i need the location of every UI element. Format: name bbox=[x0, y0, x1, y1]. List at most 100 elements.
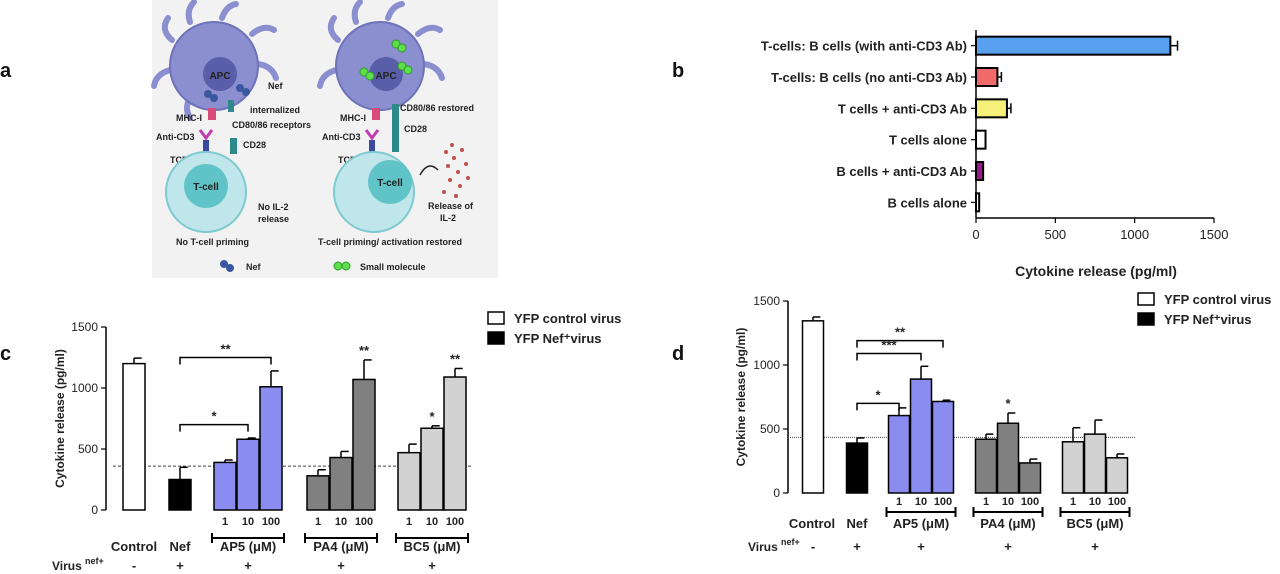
bar bbox=[801, 320, 825, 494]
bar bbox=[975, 161, 985, 181]
cd28-label-left: CD28 bbox=[243, 140, 266, 150]
legend-swatch-nef bbox=[1137, 312, 1155, 326]
bar bbox=[975, 35, 1172, 56]
panel-label-c: c bbox=[0, 343, 11, 365]
virus-sign: + bbox=[176, 558, 184, 573]
group-label: PA4 (μM) bbox=[980, 516, 1035, 531]
legend-nef-label: Nef bbox=[246, 262, 262, 272]
mhc-label-right: MHC-I bbox=[340, 113, 366, 123]
bar bbox=[931, 400, 955, 494]
antibody-icon-right bbox=[364, 129, 380, 141]
dose-label: 1 bbox=[983, 496, 989, 508]
chart-b-horizontal-bars: T-cells: B cells (with anti-CD3 Ab)T-cel… bbox=[761, 30, 1228, 279]
significance-stars: * bbox=[211, 409, 217, 424]
category-label: T-cells: B cells (no anti-CD3 Ab) bbox=[771, 70, 967, 85]
y-tick-label: 0 bbox=[91, 503, 98, 517]
bar bbox=[168, 478, 192, 511]
dose-label: 100 bbox=[355, 516, 373, 528]
apc-label-right: APC bbox=[375, 71, 396, 82]
dose-label: 1 bbox=[896, 496, 902, 508]
cd28-label-right: CD28 bbox=[404, 124, 427, 134]
bar bbox=[975, 67, 999, 87]
virus-row-superscript: nef+ bbox=[781, 537, 800, 547]
tcr-icon-right bbox=[369, 140, 375, 162]
bar bbox=[1061, 441, 1085, 494]
dose-label: 1 bbox=[222, 516, 228, 528]
cd28-complex-icon bbox=[392, 104, 399, 152]
y-tick-label: 500 bbox=[760, 422, 780, 436]
cd28-icon-left bbox=[230, 138, 237, 154]
dose-label: 1 bbox=[1070, 496, 1076, 508]
significance-bracket bbox=[856, 352, 922, 361]
mhc-icon-left bbox=[208, 108, 216, 120]
dose-label: 100 bbox=[262, 516, 280, 528]
panel-label-b: b bbox=[672, 60, 684, 82]
virus-sign: + bbox=[1004, 539, 1012, 554]
bar bbox=[1105, 457, 1129, 494]
bar bbox=[259, 386, 283, 511]
virus-row-label: Virus bbox=[748, 540, 778, 554]
il2-dots bbox=[442, 143, 470, 198]
small-molecule-icon bbox=[359, 39, 413, 81]
panel-label-d: d bbox=[672, 343, 684, 365]
virus-sign: + bbox=[1091, 539, 1099, 554]
group-label: PA4 (μM) bbox=[313, 539, 368, 554]
condition-label: Control bbox=[789, 516, 835, 531]
significance-stars: *** bbox=[881, 337, 897, 352]
legend-label-nef: YFP Nef⁺virus bbox=[1164, 312, 1252, 327]
bar bbox=[909, 378, 933, 494]
dose-label: 10 bbox=[915, 496, 927, 508]
significance-bracket bbox=[179, 356, 272, 365]
group-label: AP5 (μM) bbox=[893, 516, 949, 531]
dose-label: 100 bbox=[1108, 496, 1126, 508]
x-tick-label: 0 bbox=[972, 227, 979, 242]
caption-left: No T-cell priming bbox=[176, 237, 249, 247]
x-tick-label: 1000 bbox=[1120, 227, 1149, 242]
virus-sign: + bbox=[244, 558, 252, 573]
condition-label: Nef bbox=[847, 516, 869, 531]
category-label: B cells + anti-CD3 Ab bbox=[836, 164, 967, 179]
dose-label: 10 bbox=[242, 516, 254, 528]
legend-label-control: YFP control virus bbox=[514, 311, 621, 326]
x-axis-title: Cytokine release (pg/ml) bbox=[1015, 263, 1177, 279]
group-bracket bbox=[211, 533, 285, 543]
group-label: BC5 (μM) bbox=[1066, 516, 1123, 531]
no-il2-label-1: No IL-2 bbox=[258, 202, 289, 212]
dose-label: 100 bbox=[934, 496, 952, 508]
bar bbox=[975, 192, 981, 213]
virus-sign: - bbox=[811, 539, 815, 554]
no-il2-label-2: release bbox=[258, 214, 289, 224]
nef-icon bbox=[204, 84, 250, 102]
nef-label-left: Nef bbox=[268, 81, 284, 91]
significance-bracket bbox=[856, 402, 900, 411]
significance-stars: * bbox=[1005, 396, 1011, 411]
caption-right: T-cell priming/ activation restored bbox=[318, 237, 462, 247]
y-tick-label: 1000 bbox=[71, 381, 98, 395]
tcr-label-left: TCR bbox=[170, 155, 189, 165]
small-molecule-legend-icon bbox=[333, 261, 351, 271]
significance-stars: * bbox=[429, 409, 435, 424]
schematic-diagram: APC Nef internalized CD80/86 receptors M… bbox=[151, 0, 498, 278]
dose-label: 100 bbox=[1021, 496, 1039, 508]
legend-label-control: YFP control virus bbox=[1164, 292, 1271, 307]
dose-label: 10 bbox=[1089, 496, 1101, 508]
bar bbox=[996, 422, 1020, 494]
significance-stars: ** bbox=[220, 342, 231, 357]
legend-swatch-control bbox=[487, 311, 505, 325]
legend-swatch-nef bbox=[487, 331, 505, 345]
tcell-right: T-cell bbox=[333, 151, 415, 233]
apc-cell-right: APC bbox=[317, 0, 445, 111]
group-label: BC5 (μM) bbox=[403, 539, 460, 554]
legend-small-molecule-label: Small molecule bbox=[360, 262, 426, 272]
anti-cd3-label-right: Anti-CD3 bbox=[322, 132, 361, 142]
nef-legend-icon bbox=[220, 260, 234, 272]
panel-label-a: a bbox=[0, 60, 12, 82]
bar bbox=[975, 98, 1008, 119]
dose-label: 10 bbox=[335, 516, 347, 528]
dose-label: 1 bbox=[406, 516, 412, 528]
bar bbox=[352, 378, 376, 511]
release-label-2: IL-2 bbox=[440, 213, 456, 223]
virus-row-label: Virus bbox=[52, 559, 82, 573]
apc-label-left: APC bbox=[209, 71, 230, 82]
